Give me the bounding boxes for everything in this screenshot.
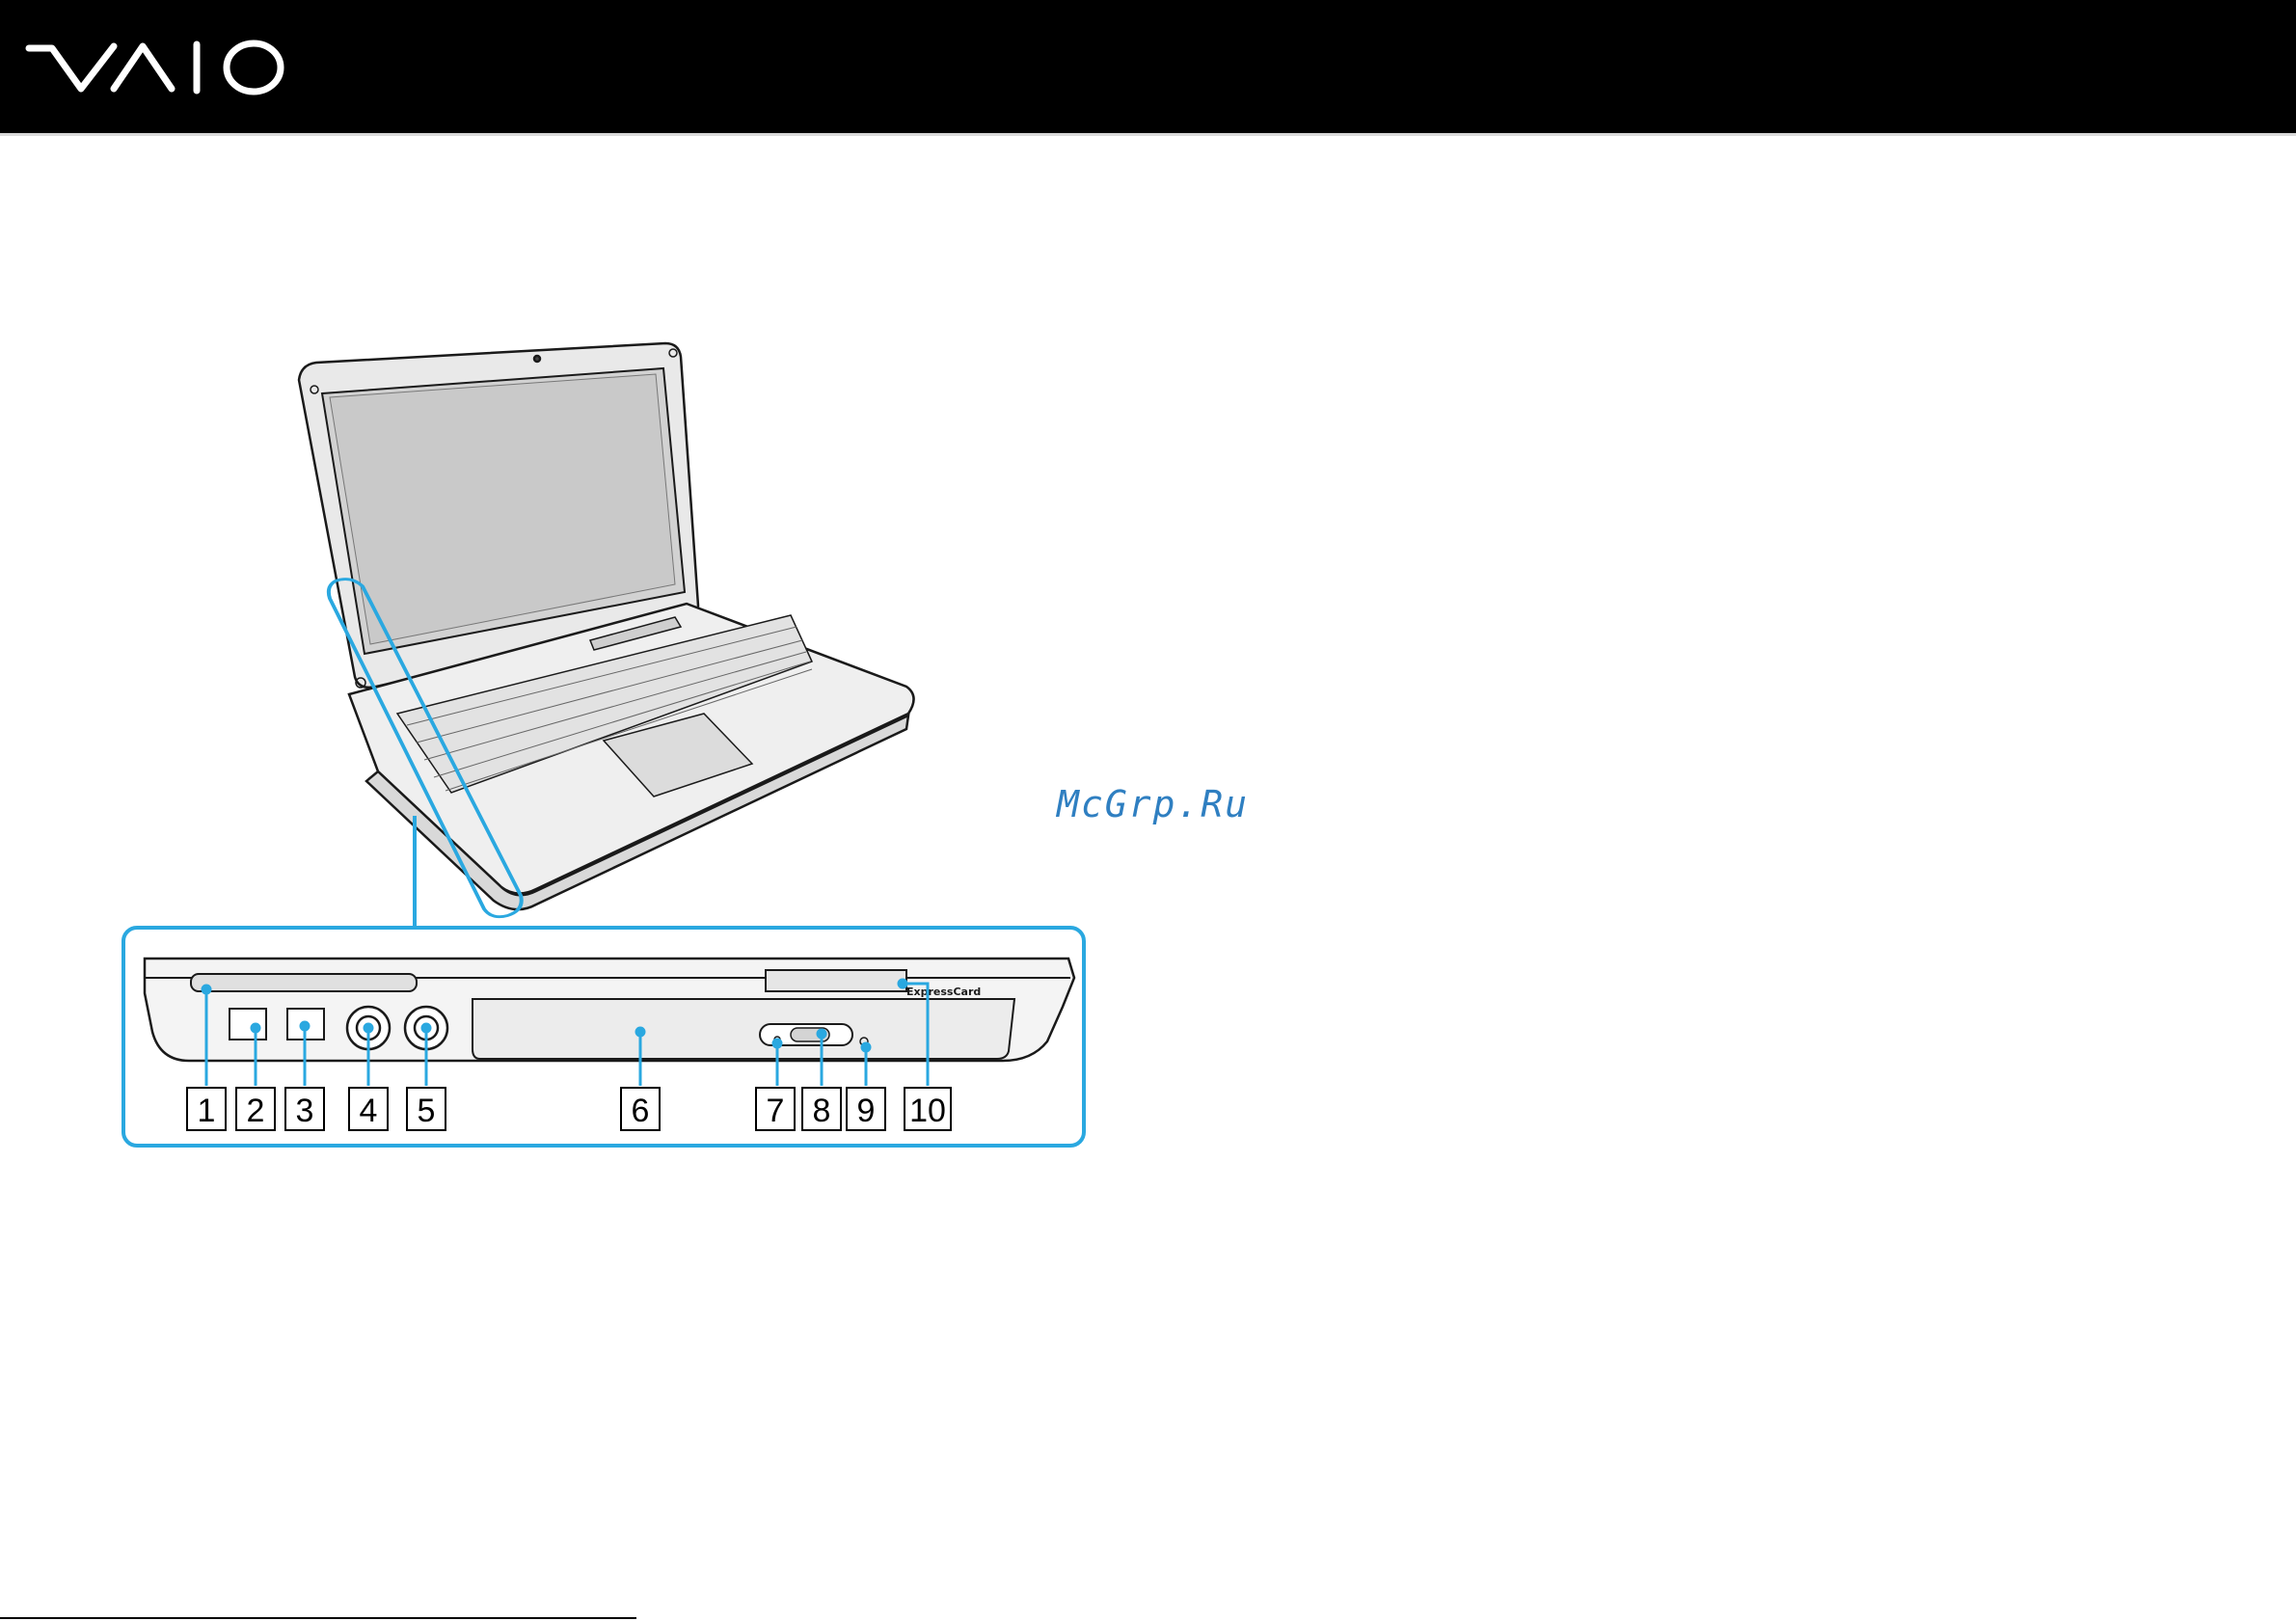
laptop-illustration: ExpressCard 1 2 3 4 5 6 7 8 9 10 <box>0 0 1099 1157</box>
callout-5: 5 <box>418 1093 436 1129</box>
callout-4: 4 <box>360 1093 378 1129</box>
callout-2: 2 <box>247 1093 265 1129</box>
watermark-text: McGrp.Ru <box>1057 783 1249 825</box>
expresscard-label: ExpressCard <box>906 986 981 998</box>
callout-1: 1 <box>198 1093 216 1129</box>
callout-7: 7 <box>767 1093 785 1129</box>
side-panel <box>145 959 1074 1061</box>
callout-9: 9 <box>857 1093 876 1129</box>
footer-divider <box>0 1617 636 1619</box>
callout-10: 10 <box>909 1093 946 1129</box>
callout-6: 6 <box>632 1093 650 1129</box>
callout-8: 8 <box>813 1093 831 1129</box>
callout-3: 3 <box>296 1093 314 1129</box>
